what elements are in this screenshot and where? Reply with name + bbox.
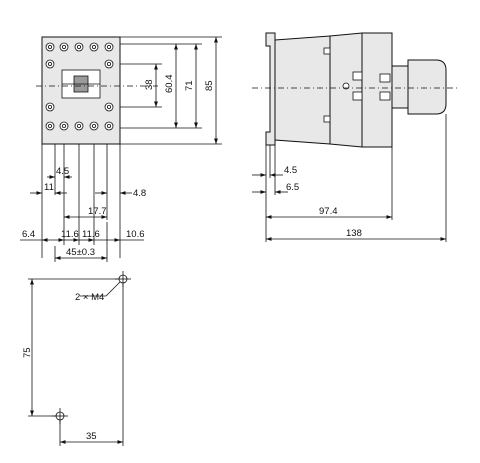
hole-label: 2 × M4 xyxy=(75,292,104,303)
bottom-terminals xyxy=(45,102,114,131)
side-notch-top xyxy=(379,73,391,83)
actuator-knob xyxy=(391,59,447,115)
dim-45: 45±0.3 xyxy=(66,247,95,258)
side-screw-bottom xyxy=(323,115,331,123)
side-slot-bottom xyxy=(352,91,363,101)
side-dim-6-5: 6.5 xyxy=(286,182,299,193)
rail-clip xyxy=(265,32,276,146)
dim-11-6-a: 11.6 xyxy=(61,229,79,240)
dim-71: 71 xyxy=(184,80,195,91)
dim-97-4: 97.4 xyxy=(319,206,338,217)
dim-38: 38 xyxy=(144,79,155,90)
dim-11: 11 xyxy=(44,182,54,193)
dim-60-4: 60.4 xyxy=(164,75,175,94)
side-slot-top xyxy=(352,71,363,81)
front-dim-4-5: 4.5 xyxy=(56,166,69,177)
dim-35: 35 xyxy=(86,431,97,442)
side-notch-bottom xyxy=(379,91,391,101)
side-screw-top xyxy=(323,47,331,55)
dim-138: 138 xyxy=(346,228,362,239)
dim-17-7: 17.7 xyxy=(88,206,107,217)
front-view: 38 60.4 71 85 4.5 11 4.8 17.7 6.4 11.6 1… xyxy=(20,36,222,262)
top-terminals xyxy=(45,42,114,69)
dim-85: 85 xyxy=(204,80,215,91)
dim-10-6: 10.6 xyxy=(126,229,145,240)
dim-4-8: 4.8 xyxy=(133,188,146,199)
contactor-side-body xyxy=(274,32,393,148)
dim-75: 75 xyxy=(22,347,33,358)
side-view: 4.5 6.5 97.4 138 xyxy=(252,32,458,242)
dim-11-6-b: 11.6 xyxy=(82,229,100,240)
side-pin xyxy=(342,82,350,90)
dim-6-4: 6.4 xyxy=(22,229,35,240)
mounting-drawing: 2 × M4 75 35 xyxy=(22,271,131,446)
side-dim-4-5: 4.5 xyxy=(284,165,297,176)
